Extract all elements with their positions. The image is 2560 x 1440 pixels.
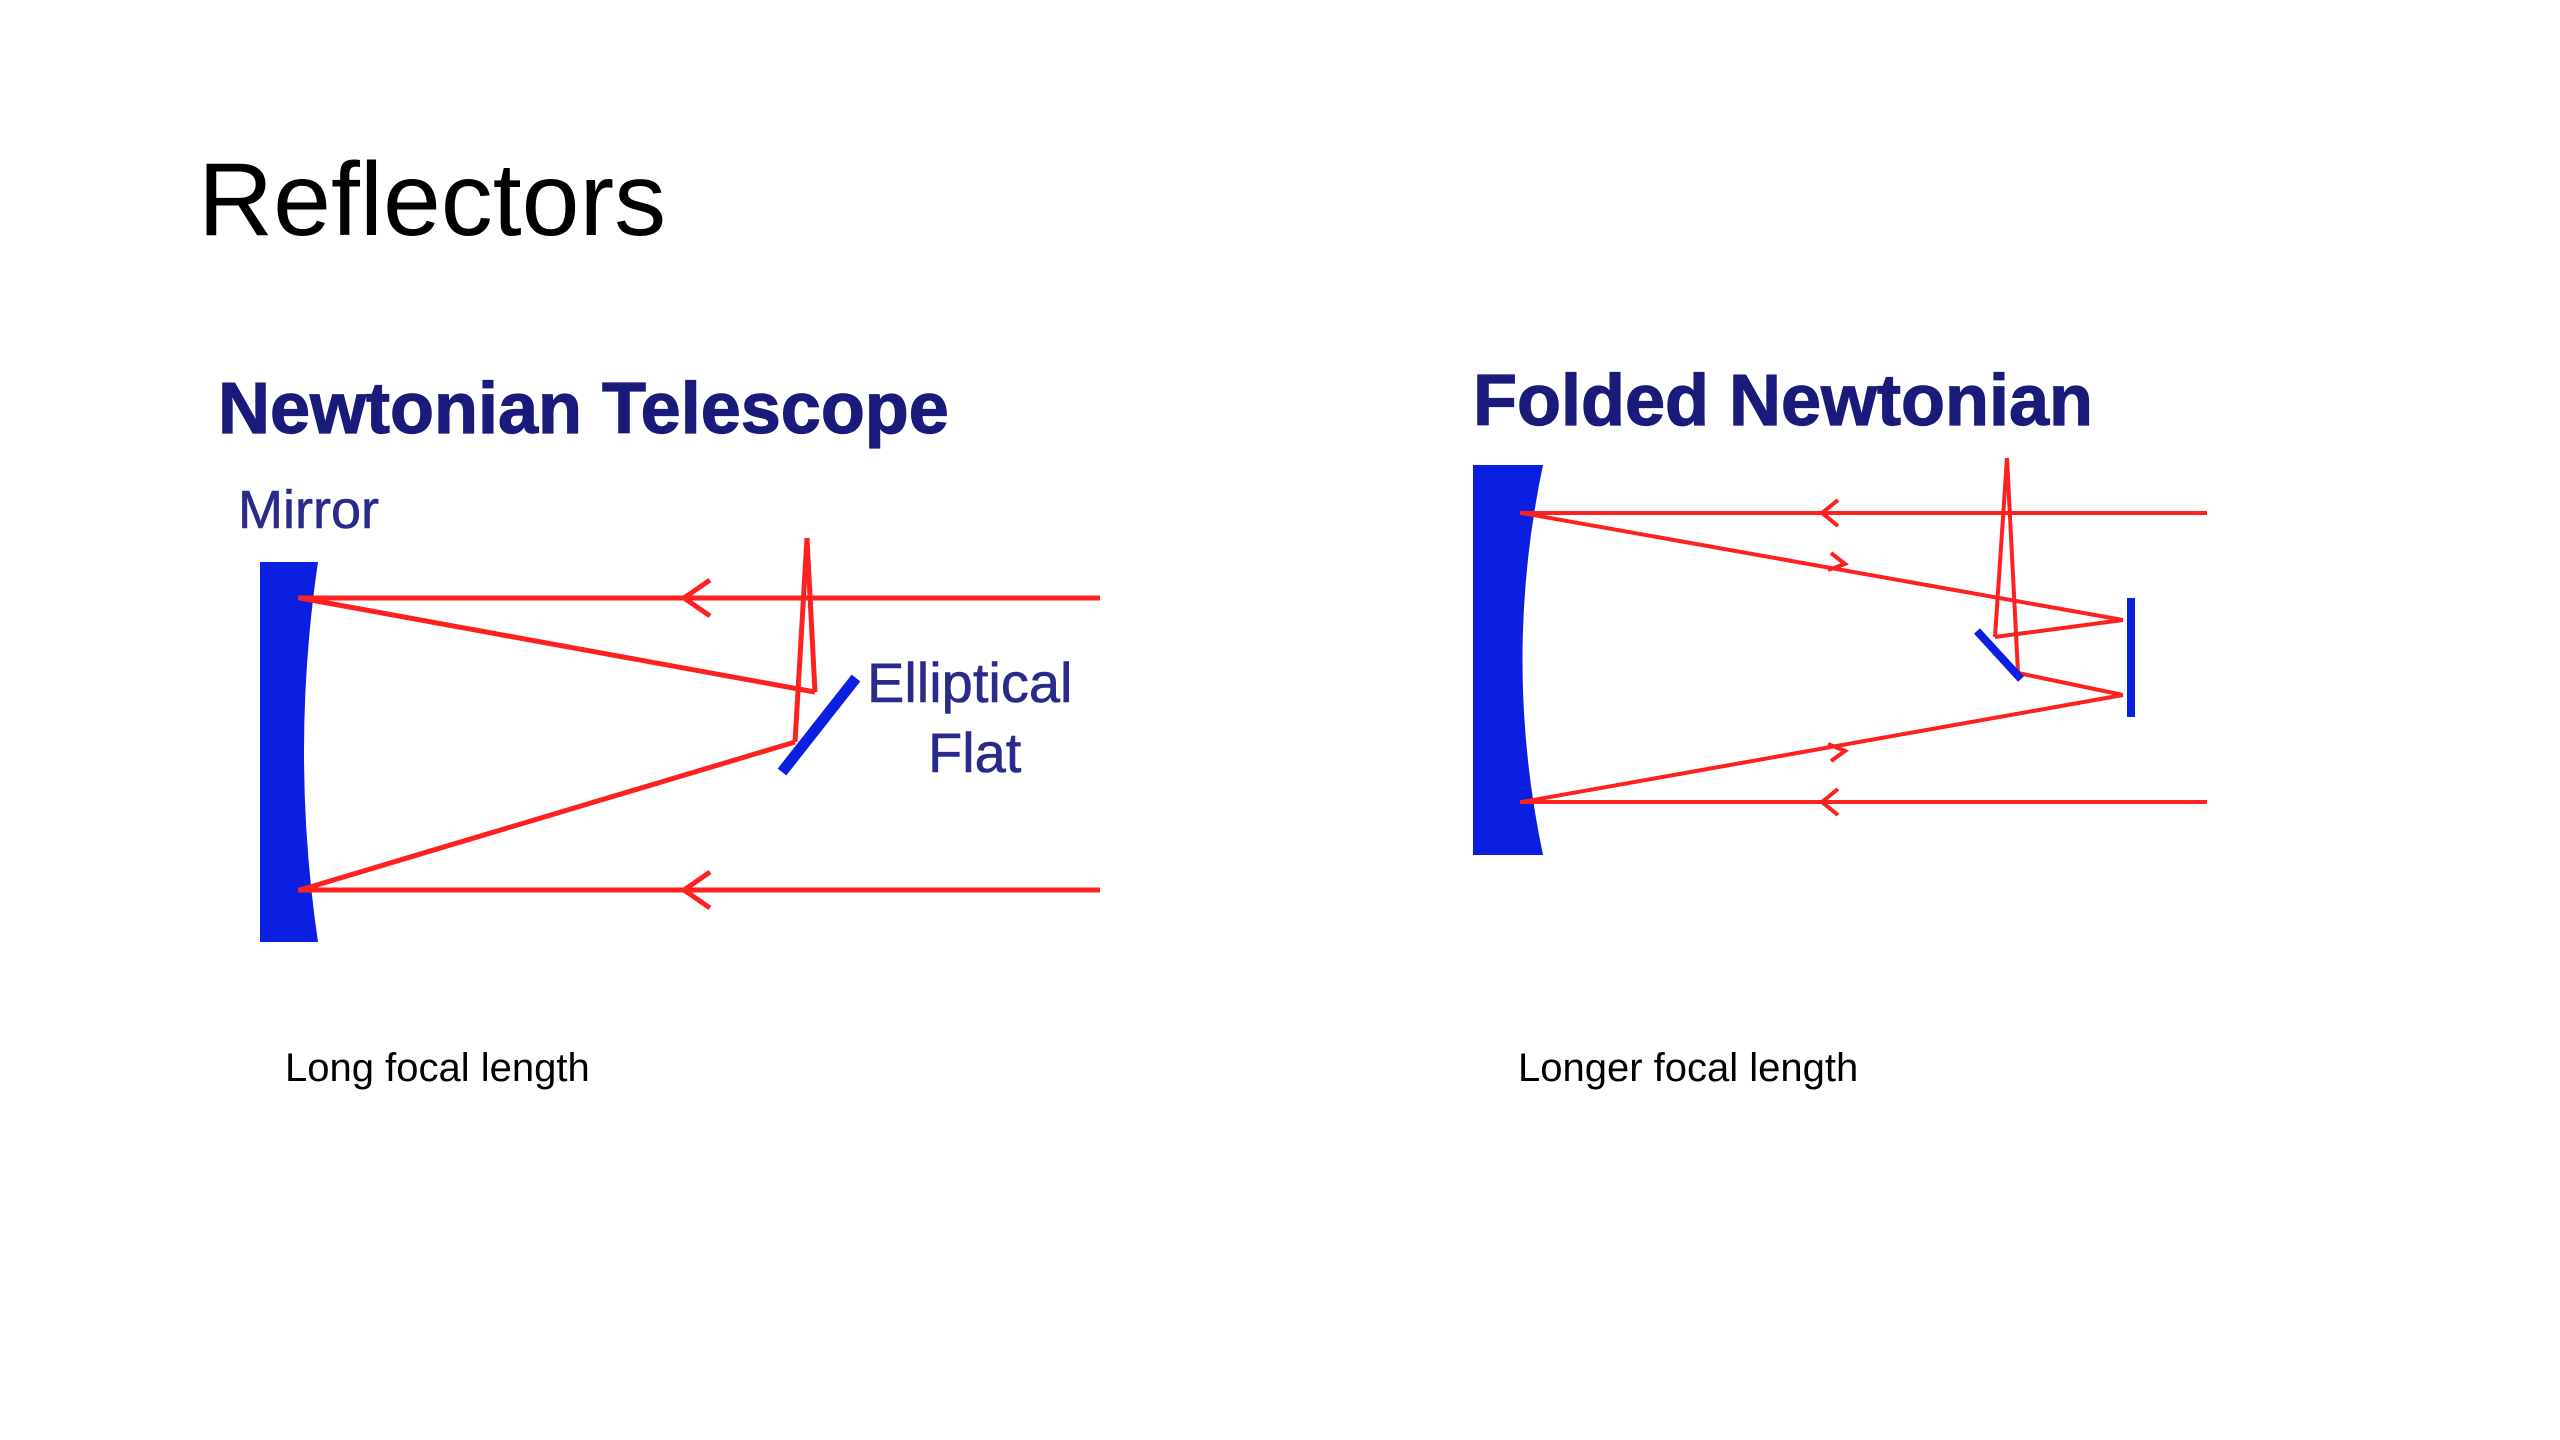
eyepiece-ray-right: [804, 537, 818, 693]
ray-arrowhead-bottom: [679, 869, 712, 911]
reflected-ray-bottom: [299, 739, 796, 893]
diagonal-flat: [1974, 628, 2024, 682]
folded-ray-bottom: [2017, 671, 2124, 697]
flat-label: Flat: [928, 721, 1022, 784]
elliptical-label: Elliptical: [867, 651, 1072, 714]
converging-ray-top: [1521, 511, 2124, 622]
ray-arrowhead-top: [679, 577, 712, 619]
folded-newtonian-heading: Folded Newtonian: [1473, 361, 2093, 441]
primary-mirror: [260, 562, 318, 942]
ray-arrowhead-top: [1818, 498, 1840, 528]
folded-newtonian-diagram: Folded Newtonian: [1472, 360, 2207, 855]
caption-long-focal-length: Long focal length: [285, 1046, 590, 1090]
reflected-ray-top: [299, 595, 816, 695]
caption-longer-focal-length: Longer focal length: [1518, 1046, 1859, 1090]
newtonian-heading: Newtonian Telescope: [218, 369, 949, 449]
elliptical-flat: [777, 674, 861, 776]
eyepiece-ray-right: [2005, 457, 2020, 674]
eyepiece-ray-left: [1993, 457, 2009, 638]
eyepiece-ray-left: [792, 537, 810, 743]
converging-arrowhead-bottom: [1827, 742, 1850, 763]
converging-arrowhead-top: [1827, 551, 1850, 572]
mirror-label: Mirror: [238, 480, 379, 540]
converging-ray-bottom: [1521, 693, 2124, 804]
slide-title: Reflectors: [198, 142, 667, 258]
ray-arrowhead-bottom: [1818, 787, 1840, 817]
newtonian-telescope-diagram: Newtonian Telescope Mirror Elliptical Fl…: [217, 368, 1100, 942]
primary-mirror: [1473, 465, 1543, 855]
